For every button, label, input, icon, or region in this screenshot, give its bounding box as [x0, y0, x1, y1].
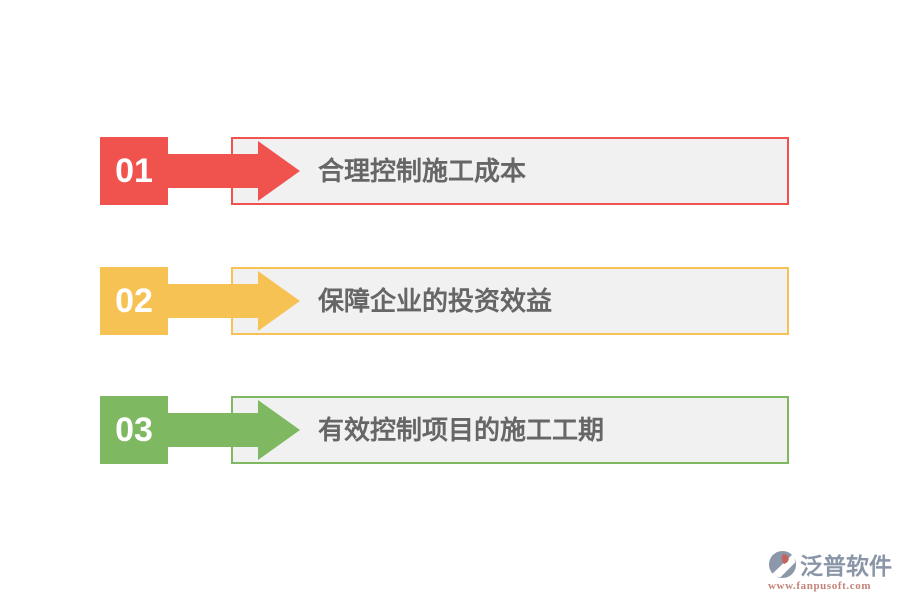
step-label-1: 合理控制施工成本: [318, 156, 527, 186]
step-label-box-2: 保障企业的投资效益: [231, 267, 789, 335]
arrow-right-icon: [167, 271, 300, 331]
step-row-2: 02 保障企业的投资效益: [100, 267, 789, 335]
arrow-right-icon: [167, 400, 300, 460]
brand-watermark: 泛普软件 www.fanpusoft.com: [768, 549, 896, 593]
step-label-box-1: 合理控制施工成本: [231, 137, 789, 205]
brand-url: www.fanpusoft.com: [768, 580, 872, 592]
step-row-1: 01 合理控制施工成本: [100, 137, 789, 205]
step-label-3: 有效控制项目的施工工期: [318, 415, 605, 445]
step-number-badge-2: 02: [100, 267, 168, 335]
step-row-3: 03 有效控制项目的施工工期: [100, 396, 789, 464]
arrow-right-icon: [167, 141, 300, 201]
watermark-brand-row: 泛普软件: [768, 549, 896, 579]
fanpu-logo-icon: [768, 550, 797, 578]
step-label-2: 保障企业的投资效益: [318, 286, 553, 316]
step-number-badge-1: 01: [100, 137, 168, 205]
brand-name: 泛普软件: [800, 553, 892, 579]
step-number-badge-3: 03: [100, 396, 168, 464]
step-label-box-3: 有效控制项目的施工工期: [231, 396, 789, 464]
